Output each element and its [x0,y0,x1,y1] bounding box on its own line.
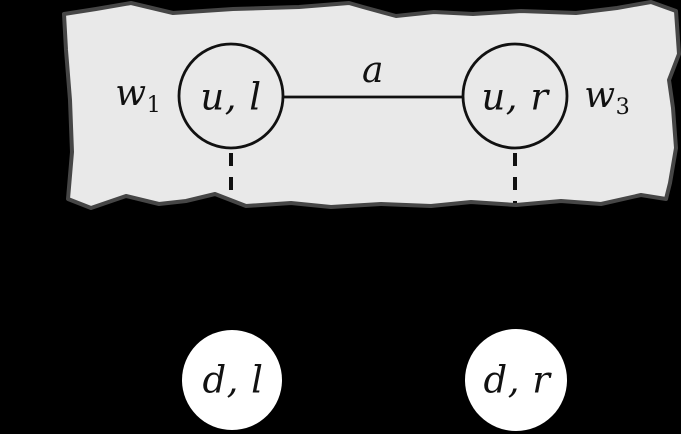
node-dl-label: d, l [202,358,264,402]
weight-w3-subscript: 3 [615,94,630,121]
node-dr-label: d, r [483,358,551,402]
node-dr-circle [465,329,567,431]
weight-w1-subscript: 1 [146,92,161,119]
weight-w3-base: w [584,75,616,116]
edge-a-label: a [362,50,384,91]
node-ul-circle [177,42,285,150]
node-ur-label: u, r [481,75,549,119]
weight-w1-label: w1 [115,73,161,117]
weight-w1-base: w [115,73,147,114]
weight-w3-label: w3 [584,75,630,119]
node-dl-circle [182,330,282,430]
node-ur-circle [461,42,569,150]
node-ul-label: u, l [200,75,262,119]
